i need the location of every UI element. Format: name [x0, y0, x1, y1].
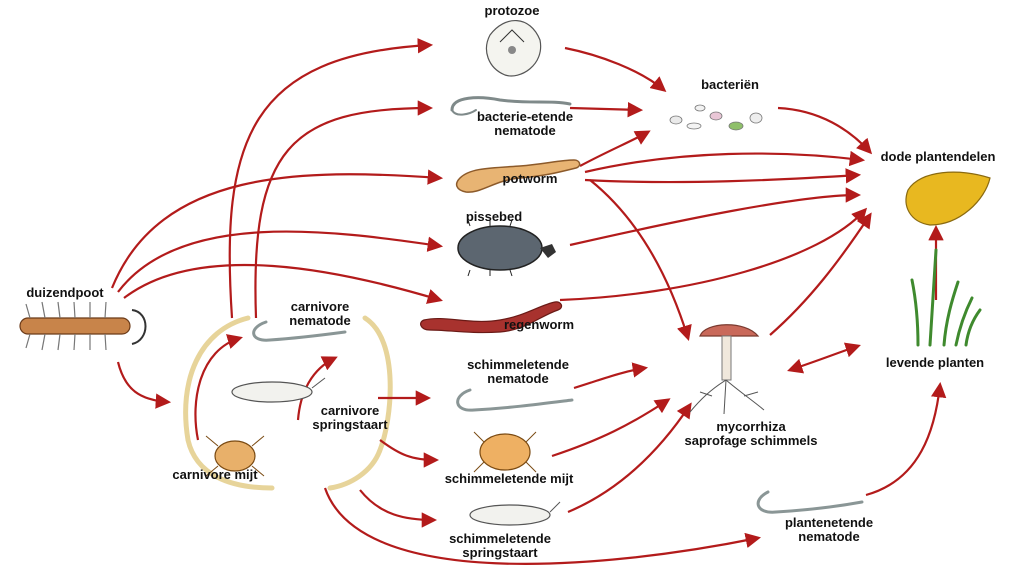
- label-fungal-nematode-line1: schimmeletende: [467, 357, 569, 372]
- label-fungal-springtail: schimmeletende springstaart: [440, 532, 560, 560]
- predatory-springtail-illustration: [232, 378, 325, 402]
- mushroom-mycorrhiza-illustration: [690, 325, 764, 414]
- arrow-predators-bact-nematode: [255, 108, 430, 318]
- label-fungal-nematode: schimmeletende nematode: [458, 358, 578, 386]
- arrow-predators-fungal-springtail: [360, 490, 434, 520]
- plant-nematode-illustration: [758, 492, 862, 512]
- label-plant-nematode-line1: plantenetende: [785, 515, 873, 530]
- arrow-potworm-fungi: [590, 180, 688, 338]
- label-fungal-nematode-line2: nematode: [487, 371, 548, 386]
- label-predatory-mite: carnivore mijt: [160, 468, 270, 482]
- arrow-fungal-mite-fungi: [552, 400, 668, 456]
- label-centipede: duizendpoot: [10, 286, 120, 300]
- label-predatory-springtail: carnivore springstaart: [300, 404, 400, 432]
- fungal-nematode-illustration: [458, 390, 572, 410]
- label-protozoa: protozoe: [470, 4, 554, 18]
- arrow-centipede-predators: [118, 362, 168, 402]
- arrow-earthworm-dead: [560, 210, 865, 300]
- arrow-centipede-earthworm: [124, 265, 440, 300]
- label-potworm: potworm: [490, 172, 570, 186]
- label-fungi-line1: mycorrhiza: [716, 419, 785, 434]
- arrow-fungal-nematode-fungi: [574, 368, 645, 388]
- bacteria-illustration: [670, 105, 762, 130]
- arrow-fungi-dead: [770, 215, 870, 335]
- plants-illustration: [906, 172, 990, 345]
- label-predatory-nematode: carnivore nematode: [265, 300, 375, 328]
- label-fungi: mycorrhiza saprofage schimmels: [666, 420, 836, 448]
- arrow-protozoa-bacteria: [565, 48, 664, 90]
- arrow-bacteria-dead: [778, 108, 870, 152]
- label-bacterial-nematode-line1: bacterie-etende: [477, 109, 573, 124]
- woodlouse-illustration: [458, 220, 556, 276]
- label-earthworm: regenworm: [494, 318, 584, 332]
- arrow-plant-nematode-plants: [866, 385, 940, 495]
- arrow-fungi-plants: [790, 346, 858, 370]
- label-bacterial-nematode-line2: nematode: [494, 123, 555, 138]
- centipede-illustration: [20, 302, 146, 350]
- label-plant-nematode-line2: nematode: [798, 529, 859, 544]
- label-predatory-springtail-line1: carnivore: [321, 403, 380, 418]
- label-plant-nematode: plantenetende nematode: [774, 516, 884, 544]
- label-dead-plants: dode plantendelen: [864, 150, 1012, 164]
- label-fungal-springtail-line1: schimmeletende: [449, 531, 551, 546]
- label-fungal-mite: schimmeletende mijt: [434, 472, 584, 486]
- arrow-centipede-woodlouse: [118, 232, 440, 292]
- label-predatory-springtail-line2: springstaart: [312, 417, 387, 432]
- label-living-plants: levende planten: [870, 356, 1000, 370]
- label-bacteria: bacteriën: [690, 78, 770, 92]
- fungal-mite-illustration: [474, 432, 536, 472]
- arrow-potworm-dead: [585, 154, 862, 172]
- fungal-springtail-illustration: [470, 502, 560, 525]
- label-fungi-line2: saprofage schimmels: [685, 433, 818, 448]
- label-predatory-nematode-line1: carnivore: [291, 299, 350, 314]
- label-fungal-springtail-line2: springstaart: [462, 545, 537, 560]
- protozoa-illustration: [486, 21, 540, 76]
- arrow-potworm-dead-2: [585, 175, 858, 182]
- label-bacterial-nematode: bacterie-etende nematode: [460, 110, 590, 138]
- label-predatory-nematode-line2: nematode: [289, 313, 350, 328]
- label-woodlouse: pissebed: [454, 210, 534, 224]
- arrow-predators-fungal-mite: [380, 440, 436, 460]
